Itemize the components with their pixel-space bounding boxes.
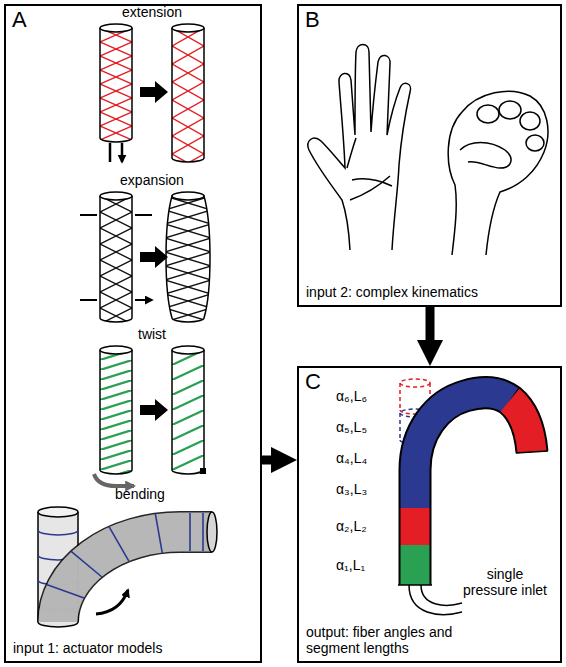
segmented-actuator [401,508,430,545]
extension-actuator [140,81,168,103]
bending-actuator [47,513,204,598]
segment-parameter: α₄,L₄ [336,450,396,466]
bending-actuator [207,512,217,552]
twist-actuator [100,350,132,474]
twist-actuator [94,474,134,486]
segment-parameter: α₅,L₅ [336,419,396,435]
actuator-label: expansion [100,172,204,188]
panel-letter: A [12,7,27,32]
segmented-actuator [510,400,532,452]
segmented-actuator [415,393,510,508]
segment-parameter: α₆,L₆ [336,388,396,404]
expansion-actuator [166,196,210,322]
bending-actuator [38,507,217,627]
segmented-actuator [401,545,430,585]
hand-drawings [448,91,548,255]
expansion-actuator [80,192,210,322]
segment-parameter: α₃,L₃ [336,481,396,497]
hand-drawings [308,45,411,251]
panel-box: Ainput 1: actuator models [4,4,262,663]
flow-arrow [426,307,435,346]
hand-drawings [477,105,499,123]
extension-actuator [172,24,204,32]
segmented-actuator [398,379,548,615]
hand-drawings [526,135,544,151]
hand-drawings [308,45,548,256]
hand-drawings [347,138,392,200]
bending-actuator [58,532,212,622]
segmented-actuator [421,585,462,605]
segmented-actuator [415,393,532,585]
panel-box: Binput 2: complex kinematics [297,4,562,307]
bending-actuator [96,590,128,614]
expansion-actuator [100,192,132,200]
flow-arrow [262,456,277,465]
panel-box: Coutput: fiber angles and segment length… [297,366,562,663]
inlet-label: single pressure inlet [458,566,552,598]
bending-actuator [58,532,212,622]
segment-parameter: α₁,L₁ [336,557,396,573]
segmented-actuator [400,379,430,387]
twist-actuator [140,399,168,421]
extension-actuator [110,143,122,162]
hand-drawings [499,101,521,119]
panel-letter: B [305,7,320,32]
segmented-actuator [409,585,462,615]
panel-letter: C [305,369,321,394]
hand-drawings [520,112,540,130]
segment-parameter: α₂,L₂ [336,518,396,534]
twist-actuator [200,468,206,474]
panel-caption: input 1: actuator models [13,640,162,656]
hand-drawings [460,143,511,169]
segmented-actuator [398,451,548,585]
expansion-actuator [100,196,132,322]
actuator-label: extension [100,4,204,20]
bending-actuator [38,507,78,517]
expansion-actuator [172,192,204,200]
twist-actuator [172,350,204,474]
expansion-actuator [140,246,168,268]
actuator-label: bending [88,486,192,502]
twist-actuator [94,346,206,486]
extension-actuator [172,28,204,162]
extension-actuator [100,24,204,162]
panel-caption: output: fiber angles and segment lengths [306,624,456,656]
actuator-label: twist [100,326,204,342]
extension-actuator [100,28,132,142]
panel-caption: input 2: complex kinematics [306,284,478,300]
twist-actuator [172,346,204,354]
extension-actuator [100,24,132,32]
twist-actuator [100,346,132,354]
